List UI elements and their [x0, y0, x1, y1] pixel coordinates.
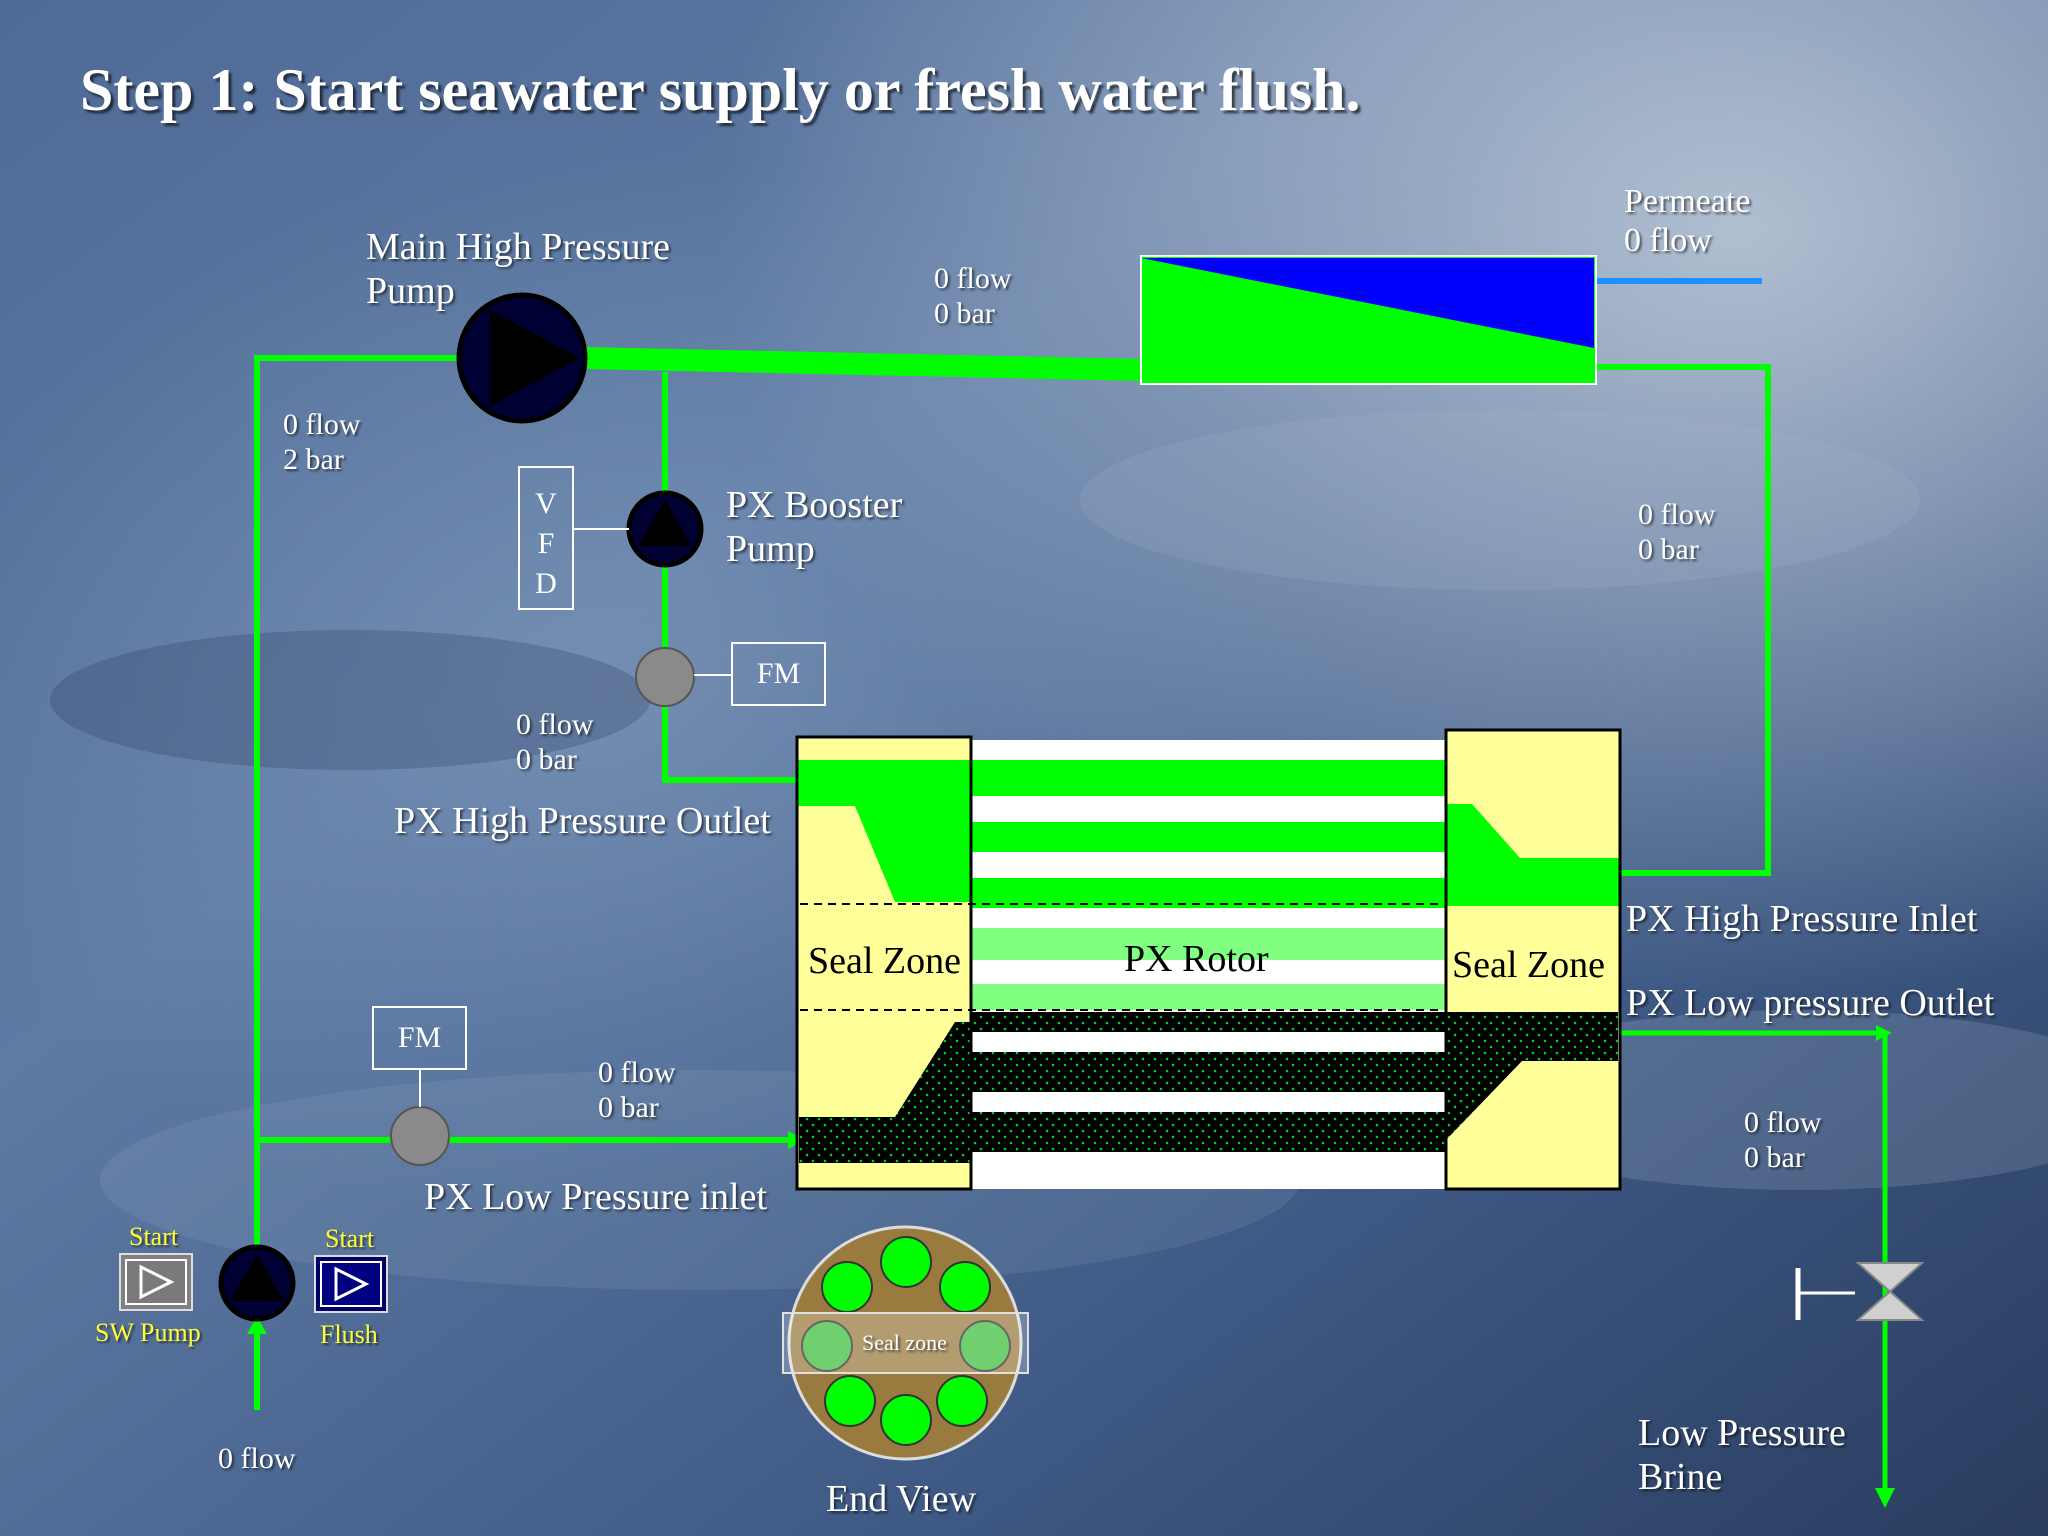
px-lp-outlet-label: PX Low pressure Outlet: [1626, 982, 1994, 1026]
play-icon: [119, 1253, 193, 1311]
main-pump-label-line2: Pump: [366, 270, 670, 314]
booster-pump-label-line1: PX Booster: [726, 484, 902, 528]
end-view-seal-label: Seal zone: [862, 1330, 947, 1355]
px-rotor-label: PX Rotor: [1124, 938, 1269, 982]
brine-label-line2: Brine: [1638, 1456, 1846, 1500]
flow-meter-lp-box: FM: [372, 1006, 467, 1070]
reading-pressure: 0 bar: [516, 743, 594, 778]
main-pump-icon: [459, 295, 585, 421]
main-pump-label: Main High Pressure Pump: [366, 226, 670, 313]
brine-label: Low Pressure Brine: [1638, 1412, 1846, 1499]
seal-zone-right-label: Seal Zone: [1452, 944, 1605, 988]
flow-meter-hp-icon: [636, 648, 731, 706]
booster-pump-label: PX Booster Pump: [726, 484, 902, 571]
booster-pump-icon: [574, 493, 701, 565]
reading-px-hp-inlet: 0 flow 0 bar: [1638, 498, 1716, 567]
vfd-box: V F D: [518, 466, 574, 610]
brine-valve-icon: [1798, 1263, 1922, 1320]
flush-start-button[interactable]: [314, 1255, 388, 1313]
reading-pressure: 0 bar: [934, 297, 1012, 332]
reading-membrane-feed: 0 flow 0 bar: [934, 262, 1012, 331]
reading-flow: 0 flow: [283, 408, 361, 443]
reading-pressure: 0 bar: [1744, 1141, 1822, 1176]
permeate-title: Permeate: [1624, 182, 1751, 221]
reading-px-lp-inlet: 0 flow 0 bar: [598, 1056, 676, 1125]
reading-supply-flow: 0 flow: [218, 1442, 296, 1477]
ro-membrane: [1141, 256, 1596, 384]
end-view-caption: End View: [826, 1478, 976, 1522]
reading-pressure: 0 bar: [598, 1091, 676, 1126]
brine-label-line1: Low Pressure: [1638, 1412, 1846, 1456]
reading-pressure: 2 bar: [283, 443, 361, 478]
booster-pump-label-line2: Pump: [726, 528, 902, 572]
reading-main-pump-suction: 0 flow 2 bar: [283, 408, 361, 477]
page-title: Step 1: Start seawater supply or fresh w…: [80, 56, 1361, 125]
px-hp-inlet-label: PX High Pressure Inlet: [1626, 898, 1977, 942]
reading-flow: 0 flow: [1744, 1106, 1822, 1141]
flush-label: Flush: [320, 1320, 378, 1350]
reading-px-hp-outlet: 0 flow 0 bar: [516, 708, 594, 777]
sw-pump-start-text: Start: [129, 1222, 178, 1252]
sw-pump-start-button[interactable]: [119, 1253, 193, 1311]
sw-pump-label: SW Pump: [95, 1318, 201, 1348]
reading-pressure: 0 bar: [1638, 533, 1716, 568]
vfd-letter-f: F: [520, 524, 572, 564]
vfd-letter-v: V: [520, 484, 572, 524]
vfd-letter-d: D: [520, 564, 572, 604]
main-pump-label-line1: Main High Pressure: [366, 226, 670, 270]
reading-px-lp-outlet: 0 flow 0 bar: [1744, 1106, 1822, 1175]
flow-meter-hp-box: FM: [731, 642, 826, 706]
reading-flow: 0 flow: [934, 262, 1012, 297]
seal-zone-left-label: Seal Zone: [808, 940, 961, 984]
flow-meter-lp-icon: [391, 1070, 449, 1165]
flush-start-text: Start: [325, 1224, 374, 1254]
reading-flow: 0 flow: [598, 1056, 676, 1091]
seawater-pump-icon: [221, 1247, 293, 1319]
play-icon: [314, 1255, 388, 1313]
reading-flow: 0 flow: [1638, 498, 1716, 533]
permeate-label: Permeate 0 flow: [1624, 182, 1751, 260]
permeate-flow: 0 flow: [1624, 221, 1751, 260]
px-lp-inlet-label: PX Low Pressure inlet: [424, 1176, 767, 1220]
reading-flow: 0 flow: [516, 708, 594, 743]
px-hp-outlet-label: PX High Pressure Outlet: [394, 800, 771, 844]
